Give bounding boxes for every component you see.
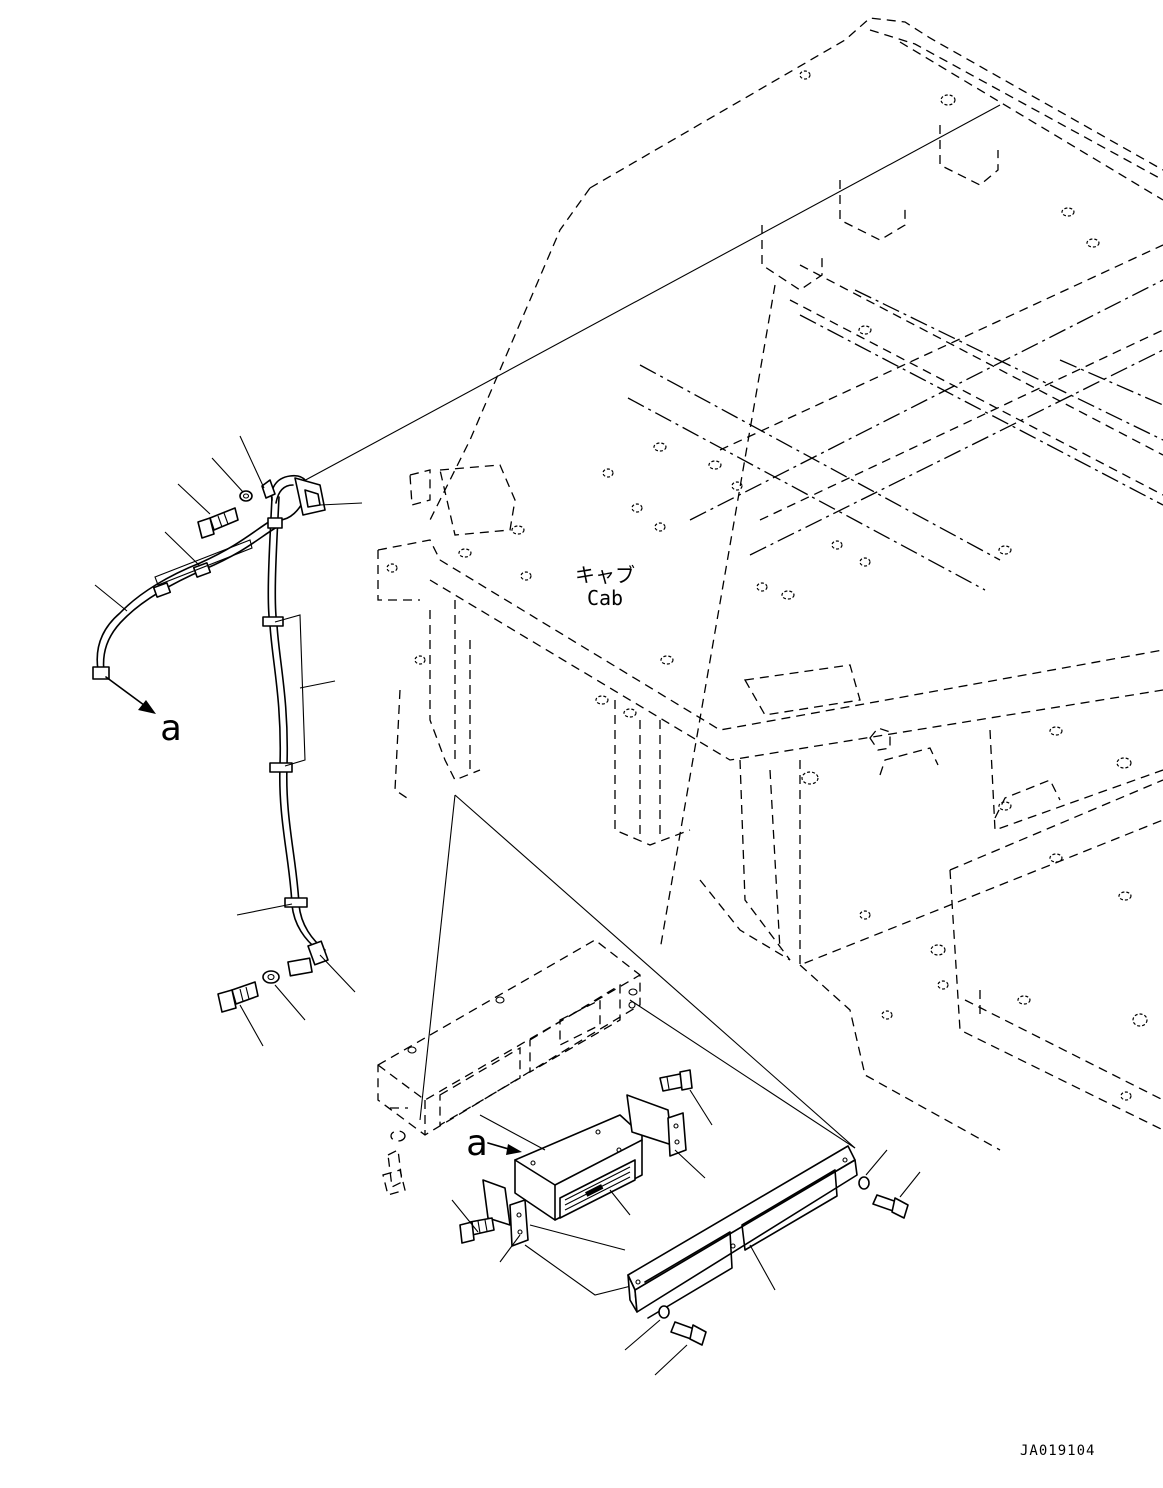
wiring-harness (92, 474, 329, 1013)
cab-bosses (386, 70, 1148, 1101)
faceplate-fasteners (658, 1176, 909, 1346)
cab-label-en: Cab (587, 586, 623, 610)
harness-leaders (94, 435, 363, 1047)
lower-leaders (451, 1089, 921, 1376)
radio-unit (514, 1114, 643, 1221)
assembly-lines (299, 104, 1001, 1296)
bolt-lower (217, 981, 259, 1013)
bolt-upper (197, 507, 239, 539)
radio-bracket-left (459, 1179, 529, 1247)
radio-bracket-right (626, 1069, 693, 1157)
cab-handles (869, 727, 1061, 819)
mounting-tray (377, 939, 641, 1136)
tray-fastener (382, 1130, 406, 1196)
drawing-number: JA019104 (1020, 1443, 1095, 1459)
view-ref-lower: a (466, 1123, 488, 1164)
view-ref-upper: a (160, 708, 182, 749)
cab-label-jp: キャブ (575, 563, 635, 587)
cab-frame-outline (377, 17, 1163, 1151)
face-plate (627, 1145, 858, 1319)
